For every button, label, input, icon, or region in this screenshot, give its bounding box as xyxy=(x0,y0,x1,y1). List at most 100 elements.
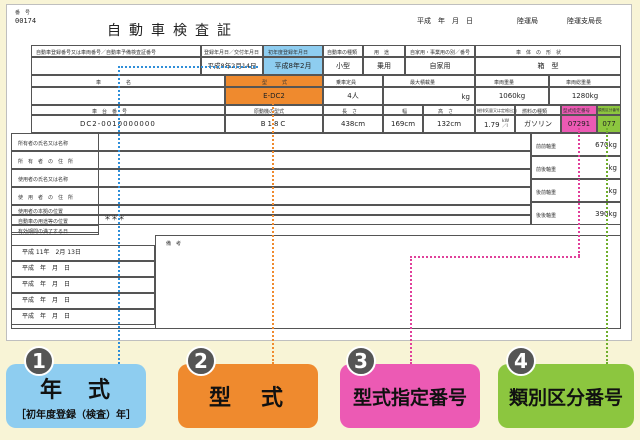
remarks-box: 備 考 xyxy=(155,235,621,329)
axle-row: 後前軸重 kg xyxy=(531,179,621,202)
owner-row: 使用者の氏名又は名称 xyxy=(11,169,531,187)
private-label-cell: 自家用・事業用の別／番号 xyxy=(405,45,475,57)
remarks-label: 備 考 xyxy=(166,241,182,247)
reg-date-label: 登録年月日／交付年月日 xyxy=(204,50,260,56)
fuel-label-cell: 燃料の種類 xyxy=(515,105,561,115)
model-label: 型 式 xyxy=(262,80,288,86)
legend-sub: ［初年度登録（検査）年］ xyxy=(16,409,136,421)
private-value: 自家用 xyxy=(405,57,475,75)
bureau-name: 陸運局 xyxy=(517,17,538,25)
reg-date-label-cell: 登録年月日／交付年月日 xyxy=(201,45,263,57)
private-label: 自家用・事業用の別／番号 xyxy=(410,50,471,56)
number-label: 番 号 xyxy=(15,10,31,16)
connector-3-vertical-a xyxy=(578,128,580,256)
fuel-label: 燃料の種類 xyxy=(522,109,548,115)
legend-number-4: 4 xyxy=(506,346,536,376)
expiry-row: 平成 年 月 日 xyxy=(11,277,155,293)
height-label: 高 さ xyxy=(438,109,454,115)
body-shape-label-cell: 車 体 の 形 状 xyxy=(475,45,621,57)
length-label: 長 さ xyxy=(342,109,358,115)
displacement-label: 総排気量又は定格出力 xyxy=(477,108,517,113)
displacement-value: 1.79 xyxy=(484,121,500,129)
owner-row: 所有者の氏名又は名称 xyxy=(11,133,531,151)
owner-row: 使 用 者 の 住 所 xyxy=(11,187,531,205)
category-value: 077 xyxy=(597,115,621,133)
max-load-unit: kg xyxy=(461,93,471,101)
model-label-cell: 型 式 xyxy=(225,75,323,87)
gross-weight-label: 車両総重量 xyxy=(566,80,592,86)
max-load-label-cell: 最大積載量 xyxy=(383,75,475,87)
height-label-cell: 高 さ xyxy=(423,105,475,115)
fuel-value: ガソリン xyxy=(515,115,561,133)
height-value: 132cm xyxy=(423,115,475,133)
legend-title: 型 式 xyxy=(208,386,287,411)
width-label-cell: 幅 xyxy=(383,105,423,115)
kind-value: 小型 xyxy=(323,57,363,75)
document-title: 自動車検査証 xyxy=(107,23,239,39)
connector-2-vertical xyxy=(272,100,274,364)
owner-marks: ＊＊＊ xyxy=(104,214,125,222)
displacement-unit: kW／l xyxy=(502,119,510,129)
legend-title: 年 式 xyxy=(39,377,112,403)
expiry-row: 平成 年 月 日 xyxy=(11,309,155,325)
legend-badge-year: 年 式 ［初年度登録（検査）年］ xyxy=(6,364,146,428)
inspection-certificate: 番 号 00174 自動車検査証 平成 年 月 日 陸運局 陸運支局長 自動車登… xyxy=(6,4,632,341)
category-label: 類別区分番号 xyxy=(598,108,620,112)
capacity-label: 乗車定員 xyxy=(336,80,357,86)
type-designation-value: 07291 xyxy=(561,115,597,133)
kind-label: 自動車の種類 xyxy=(327,50,358,56)
expiry-row: 平成 11年 2月 13日 xyxy=(11,245,155,261)
body-shape-value: 箱 型 xyxy=(475,57,621,75)
owner-row: 所 有 者 の 住 所 xyxy=(11,151,531,169)
capacity-value: 4人 xyxy=(323,87,383,105)
use-label: 用 途 xyxy=(374,50,390,56)
use-value: 乗用 xyxy=(363,57,405,75)
width-value: 169cm xyxy=(383,115,423,133)
legend-title: 類別区分番号 xyxy=(508,386,623,409)
max-load-label: 最大積載量 xyxy=(410,80,436,86)
type-designation-label-cell: 型式指定番号 xyxy=(561,105,597,115)
engine-label-cell: 原動機の型式 xyxy=(225,105,323,115)
type-designation-label: 型式指定番号 xyxy=(563,109,590,114)
connector-4-vertical xyxy=(606,128,608,364)
use-label-cell: 用 途 xyxy=(363,45,405,57)
branch-head: 陸運支局長 xyxy=(567,17,602,25)
legend-number-3: 3 xyxy=(346,346,376,376)
connector-1-horizontal xyxy=(118,66,258,68)
car-name-value-cell xyxy=(31,87,225,105)
car-name-label: 車 名 xyxy=(96,80,132,86)
legend-title: 型式指定番号 xyxy=(352,386,467,409)
width-label: 幅 xyxy=(402,109,408,115)
legend-number-2: 2 xyxy=(186,346,216,376)
gross-weight-label-cell: 車両総重量 xyxy=(549,75,621,87)
chassis-value: DC2-0010000000 xyxy=(80,120,156,128)
expiry-row: 平成 年 月 日 xyxy=(11,261,155,277)
reg-number-label: 自動車登録番号又は車両番号／自動車予備検査証番号 xyxy=(36,50,157,56)
owner-row: 自動車の用途等の位置 xyxy=(11,215,531,225)
max-load-value-cell: kg xyxy=(383,87,475,105)
category-label-cell: 類別区分番号 xyxy=(597,105,621,115)
length-label-cell: 長 さ xyxy=(323,105,383,115)
first-reg-label: 初年度登録年月日 xyxy=(268,50,309,56)
issue-date: 平成 年 月 日 xyxy=(417,17,473,25)
first-reg-value: 平成8年2月 xyxy=(263,57,323,75)
kind-label-cell: 自動車の種類 xyxy=(323,45,363,57)
engine-label: 原動機の型式 xyxy=(254,109,285,115)
length-value: 438cm xyxy=(323,115,383,133)
number-value: 00174 xyxy=(15,17,37,25)
gross-weight-value: 1280kg xyxy=(549,87,621,105)
axle-row: 前後軸重 kg xyxy=(531,156,621,179)
owner-row: 使用者の本拠の位置 xyxy=(11,205,531,215)
model-value: E-DC2 xyxy=(225,87,323,105)
connector-3-horizontal xyxy=(410,256,580,258)
legend-number-1: 1 xyxy=(24,346,54,376)
displacement-label-cell: 総排気量又は定格出力 xyxy=(475,105,517,115)
weight-label: 車両重量 xyxy=(494,80,515,86)
connector-3-vertical-b xyxy=(410,256,412,364)
owner-row: 有効期間の満了する日 xyxy=(11,225,99,235)
weight-label-cell: 車両重量 xyxy=(475,75,549,87)
reg-number-label-cell: 自動車登録番号又は車両番号／自動車予備検査証番号 xyxy=(31,45,201,57)
first-reg-label-cell: 初年度登録年月日 xyxy=(263,45,323,57)
chassis-label-cell: 車 台 番 号 xyxy=(31,105,225,115)
engine-value: B18C xyxy=(225,115,323,133)
